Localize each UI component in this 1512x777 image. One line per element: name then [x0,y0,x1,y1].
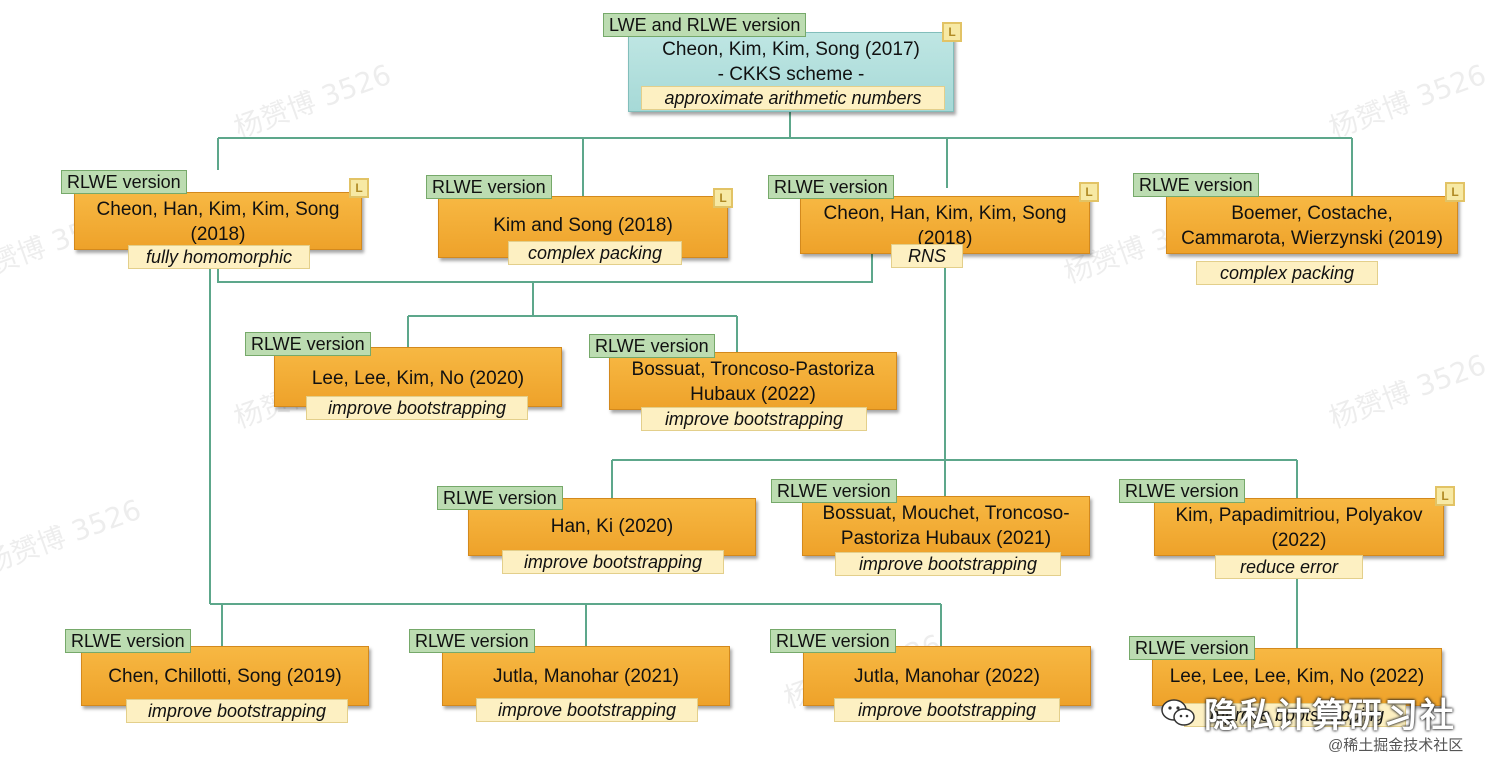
node-tag: RLWE version [768,175,894,199]
node-title: Kim, Papadimitriou, Polyakov (2022) [1175,505,1423,551]
node-tag: RLWE version [1133,173,1259,197]
label-flag-icon[interactable]: L [1445,182,1465,202]
node-note: improve bootstrapping [1184,703,1406,727]
node-tag: RLWE version [1129,636,1255,660]
node-title: Han, Ki (2020) [550,516,674,537]
node-tag: RLWE version [1119,479,1245,503]
node-boemer[interactable]: Boemer, Costache, Cammarota, Wierzynski … [1166,196,1458,254]
node-kim-song[interactable]: Kim and Song (2018) [438,196,728,258]
node-cheon-fhe[interactable]: Cheon, Han, Kim, Kim, Song (2018) [74,192,362,250]
brand-watermark: 隐私计算研习社 [1160,688,1456,737]
node-note: complex packing [508,241,682,265]
label-flag-icon[interactable]: L [349,178,369,198]
node-title: Kim and Song (2018) [493,215,673,236]
node-jutla-2021[interactable]: Jutla, Manohar (2021) [442,646,730,706]
node-note: complex packing [1196,261,1378,285]
node-title: Boemer, Costache, Cammarota, Wierzynski … [1181,203,1443,249]
brand-name: 隐私计算研习社 [1204,697,1456,735]
label-flag-icon[interactable]: L [713,188,733,208]
connector-fhe-rns-join [217,250,873,283]
label-flag-icon[interactable]: L [1079,182,1099,202]
node-note: improve bootstrapping [502,550,724,574]
node-note: improve bootstrapping [306,396,528,420]
node-tag: RLWE version [770,629,896,653]
node-title: Jutla, Manohar (2021) [493,666,679,687]
node-title: Bossuat, Troncoso-Pastoriza Hubaux (2022… [631,359,875,405]
node-title: Cheon, Kim, Kim, Song (2017) - CKKS sche… [662,39,920,85]
node-tag: RLWE version [589,334,715,358]
node-bossuat-2021[interactable]: Bossuat, Mouchet, Troncoso- Pastoriza Hu… [802,496,1090,556]
node-jutla-2022[interactable]: Jutla, Manohar (2022) [803,646,1091,706]
node-note: reduce error [1215,555,1363,579]
node-title: Cheon, Han, Kim, Kim, Song (2018) [96,199,340,245]
label-flag-icon[interactable]: L [942,22,962,42]
credit-text: @稀土掘金技术社区 [1328,737,1464,754]
wechat-icon [1160,698,1196,728]
node-note: RNS [891,244,963,268]
node-tag: RLWE version [771,479,897,503]
node-title: Bossuat, Mouchet, Troncoso- Pastoriza Hu… [822,503,1070,549]
node-chen[interactable]: Chen, Chillotti, Song (2019) [81,646,369,706]
node-bossuat-2022[interactable]: Bossuat, Troncoso-Pastoriza Hubaux (2022… [609,352,897,410]
node-tag: RLWE version [437,486,563,510]
node-tag: RLWE version [245,332,371,356]
node-note: improve bootstrapping [476,698,698,722]
node-title: Chen, Chillotti, Song (2019) [108,666,342,687]
node-title: Lee, Lee, Lee, Kim, No (2022) [1169,666,1425,687]
node-note: improve bootstrapping [641,407,867,431]
node-note: fully homomorphic [128,245,310,269]
node-title: Jutla, Manohar (2022) [854,666,1040,687]
label-flag-icon[interactable]: L [1435,486,1455,506]
node-note: improve bootstrapping [835,552,1061,576]
node-tag: RLWE version [409,629,535,653]
node-kim-papa[interactable]: Kim, Papadimitriou, Polyakov (2022) [1154,498,1444,556]
node-title: Lee, Lee, Kim, No (2020) [311,368,525,389]
node-tag: RLWE version [426,175,552,199]
node-tag: RLWE version [61,170,187,194]
node-tag: LWE and RLWE version [603,13,807,37]
node-note: improve bootstrapping [126,699,348,723]
node-tag: RLWE version [65,629,191,653]
node-note: improve bootstrapping [834,698,1060,722]
node-note: approximate arithmetic numbers [641,86,945,110]
node-title: Cheon, Han, Kim, Kim, Song (2018) [823,203,1067,249]
